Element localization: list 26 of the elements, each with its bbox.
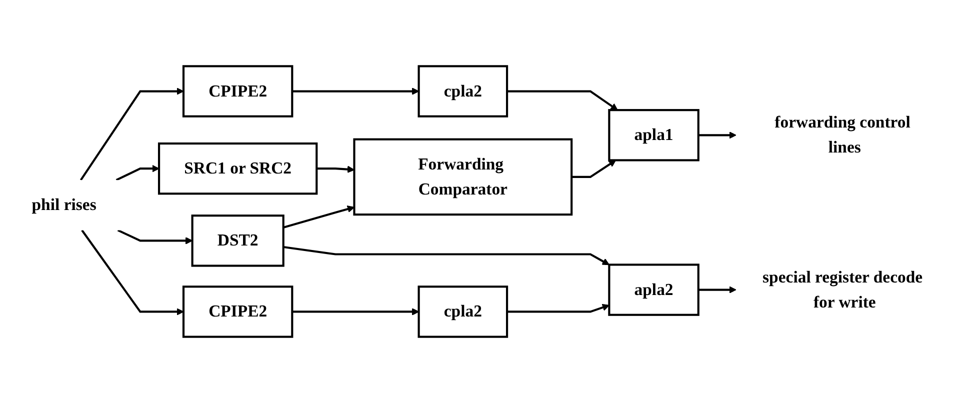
node-box: CPIPE2: [182, 65, 294, 118]
arrow: [292, 88, 420, 95]
arrow: [116, 164, 160, 182]
node-box: CPIPE2: [182, 286, 294, 338]
node-text: phil rises: [32, 196, 96, 214]
arrow: [698, 131, 736, 139]
node-box: Forwarding Comparator: [353, 138, 573, 216]
arrow: [572, 160, 616, 178]
node-box: apla2: [608, 264, 700, 316]
node-box: cpla2: [418, 65, 508, 118]
arrow: [316, 166, 355, 174]
node-box: cpla2: [418, 286, 508, 338]
arrow: [81, 230, 184, 316]
arrow: [283, 205, 355, 229]
arrow: [283, 246, 610, 266]
arrow: [507, 304, 610, 313]
node-text: special register decode for write: [762, 268, 923, 312]
node-text: forwarding control lines: [774, 113, 910, 157]
arrow: [117, 229, 193, 244]
arrow: [80, 88, 184, 181]
node-box: DST2: [191, 214, 284, 267]
node-box: apla1: [608, 109, 700, 162]
arrow: [292, 308, 420, 316]
arrow: [698, 286, 736, 294]
node-box: SRC1 or SRC2: [158, 142, 318, 195]
arrow: [507, 90, 618, 110]
